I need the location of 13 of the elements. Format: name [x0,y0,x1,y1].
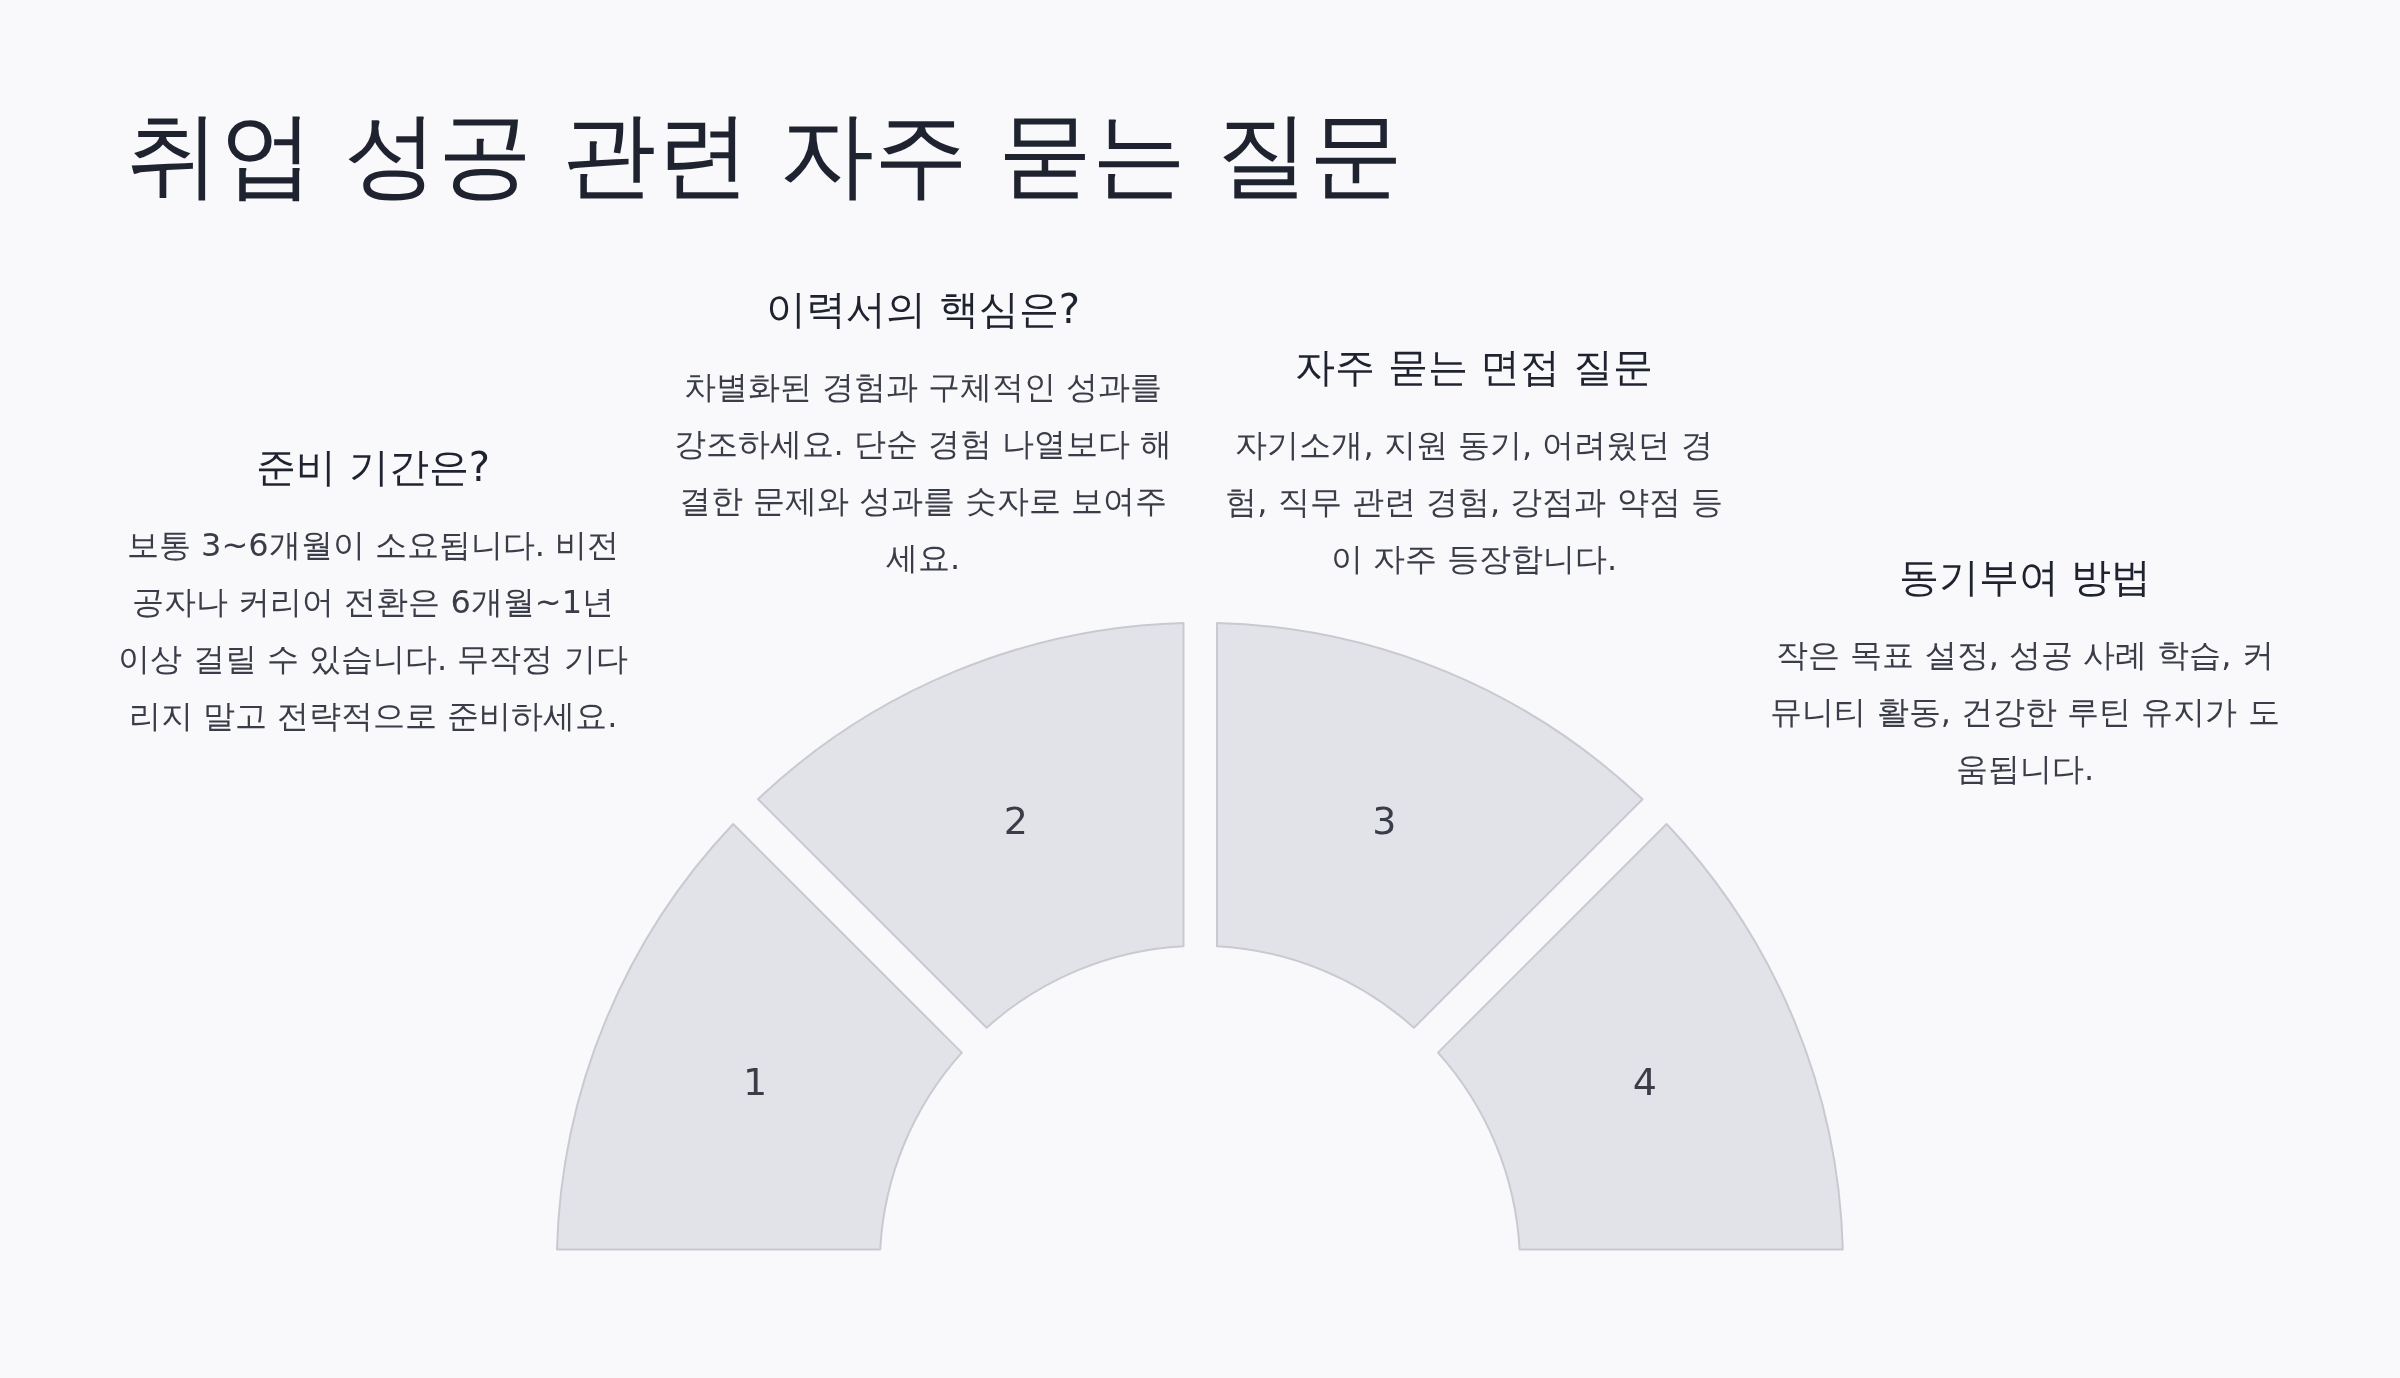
segment-number: 2 [1003,799,1028,844]
segment-number: 3 [1372,799,1397,844]
segment-number: 1 [743,1059,768,1104]
answer-text: 자기소개, 지원 동기, 어려웠던 경험, 직무 관련 경험, 강점과 약점 등이 자주 등장합니다. [1224,425,1724,580]
question-heading: 자주 묻는 면접 질문 [1293,343,1655,392]
answer-text: 차별화된 경험과 구체적인 성과를 강조하세요. 단순 경험 나열보다 해결한 문제와 성과를 숫자로 보여주세요. [672,367,1174,579]
question-heading: 이력서의 핵심은? [765,285,1081,334]
page-title: 취업 성공 관련 자주 묻는 질문 [126,99,1404,211]
question-heading: 준비 기간은? [255,443,491,492]
answer-text: 작은 목표 설정, 성공 사례 학습, 커뮤니티 활동, 건강한 루틴 유지가 도움됩니다. [1770,635,2280,790]
question-heading: 동기부여 방법 [1897,553,2153,602]
segment-number: 4 [1632,1059,1657,1104]
answer-text: 보통 3~6개월이 소요됩니다. 비전공자나 커리어 전환은 6개월~1년 이상 걸릴 수 있습니다. 무작정 기다리지 말고 전략적으로 준비하세요. [118,525,628,737]
